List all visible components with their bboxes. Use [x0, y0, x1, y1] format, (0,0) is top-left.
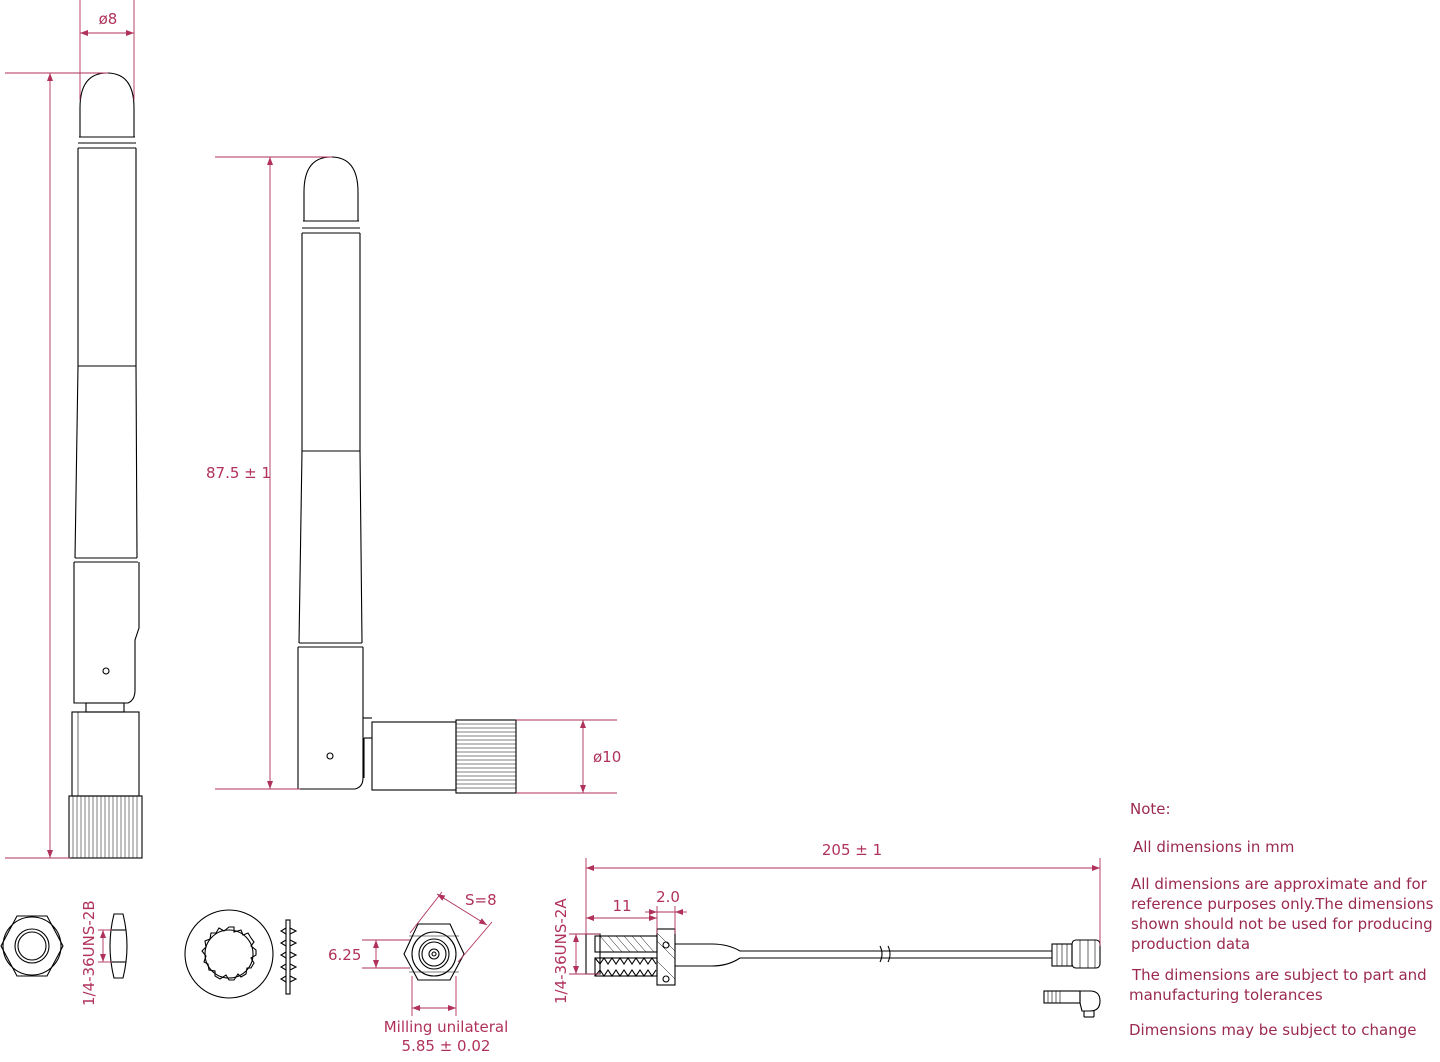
note-line3b: manufacturing tolerances [1129, 986, 1323, 1004]
ufl-plug-side [1043, 990, 1101, 1018]
s8-label: S=8 [465, 891, 497, 909]
note-line2c: shown should not be used for producing [1131, 915, 1433, 933]
note-line4: Dimensions may be subject to change [1129, 1021, 1417, 1039]
hex-nut-front [0, 915, 64, 977]
milling-label: Milling unilateral [384, 1018, 509, 1036]
dia8-label: ø8 [99, 10, 118, 28]
right-angle-antenna-dimensions [215, 156, 617, 794]
lock-washer-side [279, 919, 298, 995]
lock-washer-front [184, 909, 274, 999]
cable-dimensions [569, 858, 1101, 975]
straight-antenna [68, 72, 143, 859]
length-11-label: 11 [612, 897, 631, 915]
note-line1: All dimensions in mm [1133, 838, 1295, 856]
note-title: Note: [1130, 800, 1171, 818]
cable-assembly [585, 928, 1101, 986]
note-all-in-mm: All dimensions in mm [1133, 837, 1294, 857]
length-875-label: 87.5 ± 1 [206, 464, 271, 482]
hex-nut-side [109, 913, 128, 979]
note-change: Dimensions may be subject to change [1129, 1020, 1416, 1040]
length-20-label: 2.0 [656, 888, 680, 906]
right-angle-antenna [297, 156, 517, 794]
straight-antenna-dimensions [5, 0, 135, 859]
milling-value: 5.85 ± 0.02 [402, 1037, 491, 1055]
length-205-label: 205 ± 1 [822, 841, 882, 859]
connector-front-view [403, 923, 465, 981]
note-line2b: reference purposes only.The dimensions [1131, 895, 1434, 913]
note-tolerances: The dimensions are subject to part and m… [1129, 965, 1440, 1005]
note-line3a: The dimensions are subject to part and [1132, 966, 1427, 984]
note-approximate: All dimensions are approximate and for r… [1131, 874, 1440, 954]
connector-front-dimensions [362, 891, 493, 1016]
thread-2b-label: 1/4-36UNS-2B [80, 900, 98, 1006]
h625-label: 6.25 [328, 946, 361, 964]
notes-block: Note: [1130, 799, 1440, 819]
hex-nut-dimension [98, 929, 112, 963]
dia10-label: ø10 [593, 748, 621, 766]
thread-2a-label: 1/4-36UNS-2A [552, 898, 570, 1004]
note-line2d: production data [1131, 935, 1251, 953]
note-line2a: All dimensions are approximate and for [1131, 875, 1427, 893]
